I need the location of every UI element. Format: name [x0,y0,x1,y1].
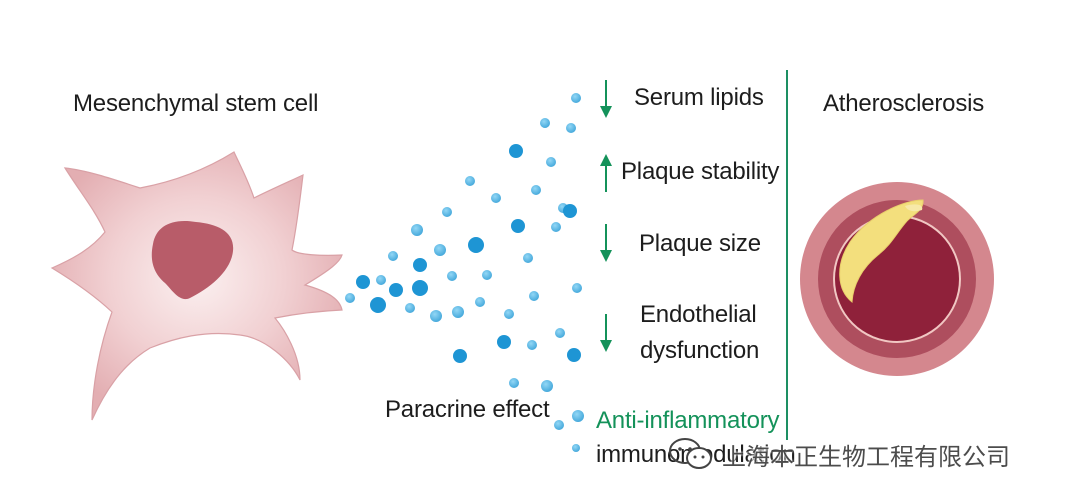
watermark-text: 上海本正生物工程有限公司 [722,442,1010,471]
vesicle-dot [370,297,386,313]
vesicle-dot [540,118,550,128]
effect-dysfunction: dysfunction [640,337,760,364]
vesicle-dot [572,410,584,422]
vesicle-dot [554,420,564,430]
vesicle-dot [546,157,556,167]
vesicle-dot [541,380,553,392]
effect-plaque-stability: Plaque stability [621,158,780,185]
effect-endothelial: Endothelial [640,301,757,328]
vesicle-dot [453,349,467,363]
vesicle-dot [388,251,398,261]
vesicle-dot [567,348,581,362]
vesicle-dot [434,244,446,256]
anti-inflammatory-label: Anti-inflammatory [596,407,780,434]
wechat-icon [669,438,712,469]
paracrine-label: Paracrine effect [385,396,550,423]
vesicle-dot [509,144,523,158]
vesicle-dot [430,310,442,322]
vesicle-dot [413,258,427,272]
watermark: 上海本正生物工程有限公司 [668,434,1010,474]
down-arrow-icon [600,80,612,118]
vesicle-dot [563,204,577,218]
vesicle-dot [389,283,403,297]
vesicle-dot [529,291,539,301]
vesicle-dot [442,207,452,217]
vesicle-dot [452,306,464,318]
vesicle-dot [571,93,581,103]
vesicle-dot [566,123,576,133]
vesicle-dot [468,237,484,253]
up-arrow-icon [600,154,612,192]
vesicle-dot [376,275,386,285]
vesicle-dot [555,328,565,338]
vesicle-dot [523,253,533,263]
vesicle-dot [405,303,415,313]
down-arrow-icon [600,224,612,262]
vesicle-dot [475,297,485,307]
stem-cell-nucleus [151,220,234,300]
vesicle-dot [572,283,582,293]
vesicle-dot [527,340,537,350]
artery-cross-section [800,182,994,376]
vesicle-dot [491,193,501,203]
vesicle-dot [447,271,457,281]
vesicle-dot [551,222,561,232]
vesicle-dot [531,185,541,195]
down-arrow-icon [600,314,612,352]
effect-plaque-size: Plaque size [639,230,761,257]
vesicle-dot [482,270,492,280]
paracrine-vesicles [345,93,584,452]
effect-serum-lipids: Serum lipids [634,84,764,111]
cell-title: Mesenchymal stem cell [73,90,319,117]
vesicle-dot [511,219,525,233]
disease-title: Atherosclerosis [823,90,985,117]
vesicle-dot [412,280,428,296]
vesicle-dot [509,378,519,388]
vesicle-dot [504,309,514,319]
vesicle-dot [572,444,580,452]
vesicle-dot [411,224,423,236]
vesicle-dot [356,275,370,289]
vesicle-dot [497,335,511,349]
plaque [839,199,924,303]
vesicle-dot [465,176,475,186]
vesicle-dot [345,293,355,303]
